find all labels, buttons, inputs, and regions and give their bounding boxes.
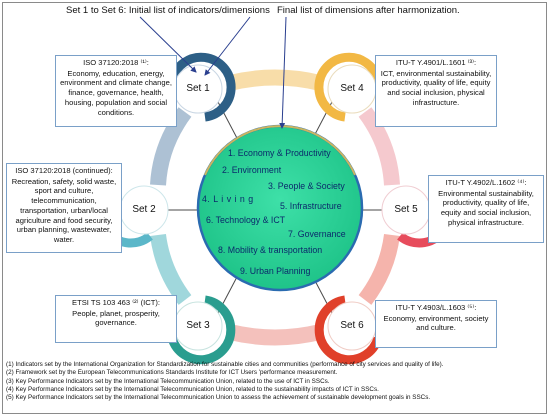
set3-label: Set 3 [186, 320, 210, 331]
box-set6-title: ITU-T Y.4903/L.1603 ⁽⁵⁾: [395, 303, 477, 312]
ring-arc-lower-left [150, 233, 192, 305]
box-set1-title: ISO 37120:2018 ⁽¹⁾: [83, 58, 149, 67]
dimension-item: 9. Urban Planning [240, 266, 311, 276]
set6-label: Set 6 [340, 320, 364, 331]
footnote: (1) Indicators set by the International … [6, 361, 444, 368]
ring-arc-bottom [228, 324, 322, 346]
box-set6-body: Economy, environment, society and cultur… [383, 313, 489, 333]
box-set1: ISO 37120:2018 ⁽¹⁾: Economy, education, … [55, 55, 177, 127]
set4-node [314, 52, 383, 122]
figure-frame [2, 2, 547, 414]
box-set3-title: ETSI TS 103 463 ⁽²⁾ (ICT): [72, 298, 160, 307]
set6-node [314, 295, 383, 365]
dimension-item: 2. Environment [222, 165, 282, 175]
ring-arc-top [228, 69, 322, 91]
arrow-initial-to-box [204, 16, 251, 76]
dimension-item: 1. Economy & Productivity [228, 148, 331, 158]
box-set3: ETSI TS 103 463 ⁽²⁾ (ICT): People, plane… [55, 295, 177, 343]
dimension-item: 5. Infrastructure [280, 201, 342, 211]
box-set5-title: ITU-T Y.4902/L.1602 ⁽⁴⁾: [445, 178, 527, 187]
footnote: (3) Key Performance Indicators set by th… [6, 377, 330, 385]
set1-node [167, 52, 236, 122]
box-set4-body: ICT, environmental sustainability, produ… [380, 68, 492, 107]
ring-arc-lower-right [358, 233, 400, 305]
dimension-item: 7. Governance [288, 229, 346, 239]
header-right-title: Final list of dimensions after harmoniza… [277, 5, 460, 16]
dimension-item: 6. Technology & ICT [206, 215, 286, 225]
box-set2: ISO 37120:2018 (continued): Recreation, … [6, 163, 122, 253]
box-set1-body: Economy, education, energy, environment … [60, 68, 172, 117]
box-set2-body: Recreation, safety, solid waste, sport a… [11, 176, 117, 245]
footnote: (2) Framework set by the European Teleco… [6, 369, 338, 377]
set2-label: Set 2 [132, 204, 156, 215]
footnote: (5) Key Performance Indicators set by th… [6, 394, 431, 402]
header-left-title: Set 1 to Set 6: Initial list of indicato… [66, 5, 270, 16]
footnotes: (1) Indicators set by the International … [6, 361, 546, 403]
dimension-item: 4. L i v i n g [202, 194, 254, 204]
arrow-initial-to-set1 [139, 16, 197, 73]
ring-arc-upper-right [358, 107, 400, 186]
box-set6: ITU-T Y.4903/L.1603 ⁽⁵⁾: Economy, enviro… [375, 300, 497, 348]
footnote: (4) Key Performance Indicators set by th… [6, 386, 379, 394]
box-set4-title: ITU-T Y.4901/L.1601 ⁽³⁾: [395, 58, 477, 67]
ring-arc-upper-left [150, 107, 192, 186]
box-set5: ITU-T Y.4902/L.1602 ⁽⁴⁾: Environmental s… [428, 175, 544, 243]
box-set5-body: Environmental sustainability, productivi… [438, 188, 534, 227]
box-set3-body: People, planet, prosperity, governance. [72, 308, 160, 328]
box-set4: ITU-T Y.4901/L.1601 ⁽³⁾: ICT, environmen… [375, 55, 497, 127]
set3-node [167, 295, 236, 365]
set4-label: Set 4 [340, 83, 364, 94]
set5-label: Set 5 [394, 204, 418, 215]
dimension-item: 3. People & Society [268, 181, 345, 191]
arrow-final-to-center [279, 16, 287, 129]
dimension-item: 8. Mobility & transportation [218, 245, 323, 255]
set1-label: Set 1 [186, 83, 210, 94]
box-set2-title: ISO 37120:2018 (continued): [15, 166, 113, 175]
